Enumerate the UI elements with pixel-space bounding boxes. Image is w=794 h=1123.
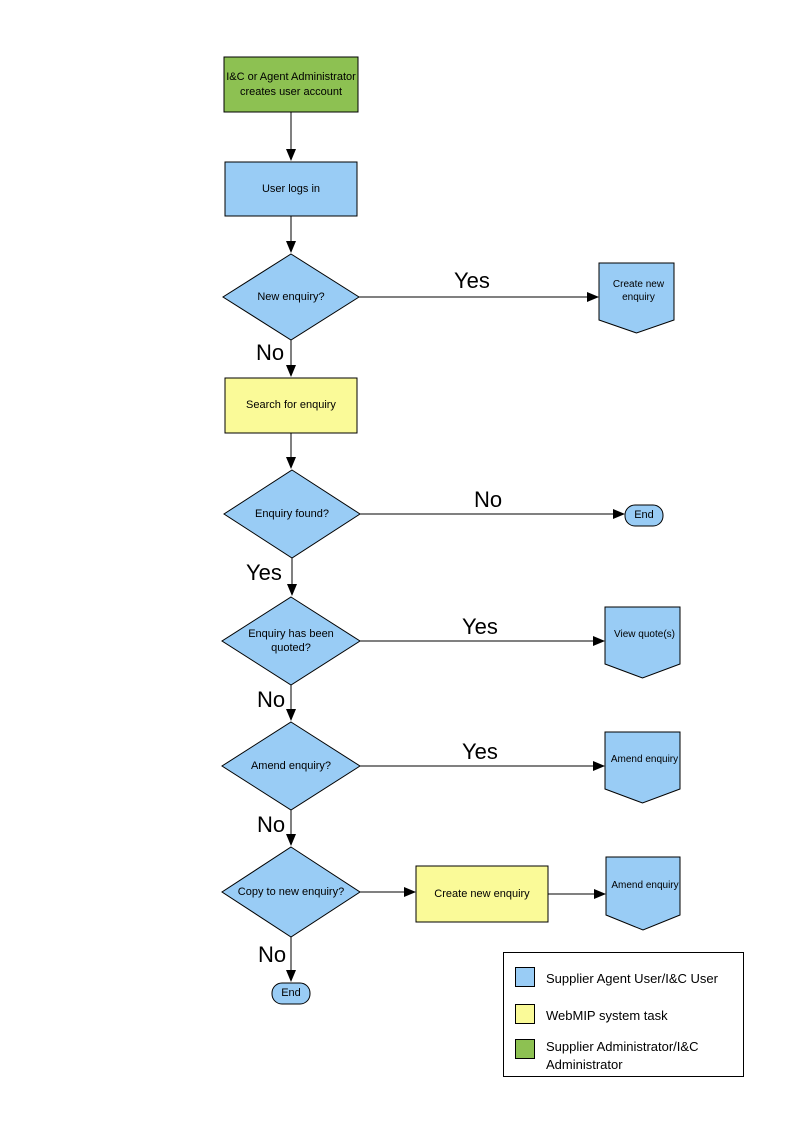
shape-create-new-enquiry-task (415, 865, 549, 923)
legend-swatch-webmip-system-task (515, 1004, 535, 1024)
shape-new-enquiry-decision (222, 253, 360, 341)
shape-amend-enquiry-decision (221, 721, 361, 811)
legend-label-webmip-system-task: WebMIP system task (546, 1008, 668, 1023)
shape-end-final (271, 982, 311, 1005)
shape-amend-enquiry-offpage2 (605, 856, 681, 931)
legend-label-supplier-administrator: Supplier Administrator/I&C Administrator (546, 1039, 699, 1072)
shape-view-quotes-offpage (604, 606, 681, 679)
shape-amend-enquiry-offpage1 (604, 731, 681, 804)
legend-label-supplier-agent-user: Supplier Agent User/I&C User (546, 971, 718, 986)
shape-create-user-account (223, 56, 359, 113)
legend: Supplier Agent User/I&C User WebMIP syst… (503, 952, 744, 1077)
shape-enquiry-quoted-decision (221, 596, 361, 686)
shape-user-logs-in (224, 161, 358, 217)
shape-create-new-enquiry-offpage (598, 262, 675, 334)
shape-search-for-enquiry (224, 377, 358, 434)
shape-enquiry-found-decision (223, 469, 361, 559)
shape-end-not-found (624, 504, 664, 527)
legend-swatch-supplier-administrator (515, 1039, 535, 1059)
shape-copy-to-new-enquiry-decision (221, 846, 361, 938)
legend-swatch-supplier-agent-user (515, 967, 535, 987)
